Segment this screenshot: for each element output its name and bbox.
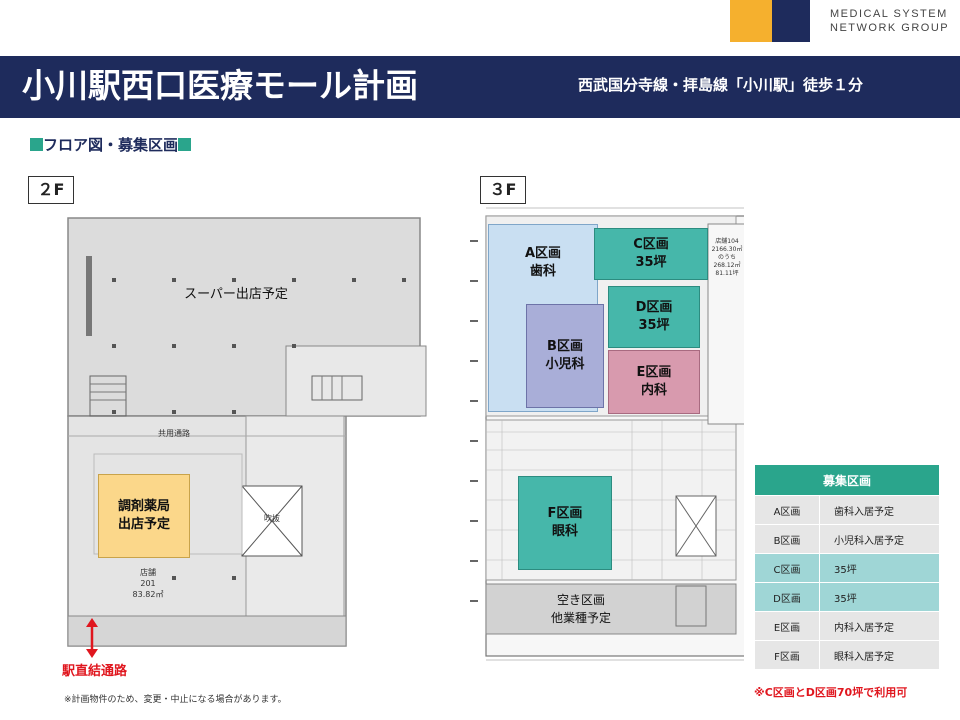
corridor-label: 共用通路: [158, 429, 190, 438]
company-logo-text: MEDICAL SYSTEM NETWORK GROUP: [830, 7, 949, 35]
shop-201-label: 店舗 201 83.82㎡: [132, 567, 164, 599]
table-header: 募集区画: [754, 464, 940, 496]
zone-e-internal-medicine: E区画 内科: [608, 350, 700, 414]
table-cell-zone: E区画: [754, 611, 820, 641]
logo-line2: NETWORK GROUP: [830, 22, 950, 34]
floor-2-label: ２F: [28, 176, 74, 204]
table-cell-zone: B区画: [754, 524, 820, 554]
store-104-info: 店舗104 2166.30㎡ のうち 268.12㎡ 81.11坪: [711, 238, 743, 277]
square-bullet-icon: [178, 138, 192, 151]
table-cell-zone: A区画: [754, 495, 820, 525]
table-cell-plan: 内科入居予定: [819, 611, 940, 641]
supermarket-label: スーパー出店予定: [184, 287, 288, 302]
zone-b-pediatrics: B区画 小児科: [526, 304, 604, 408]
logo-line1: MEDICAL SYSTEM: [830, 8, 948, 20]
logo-yellow-block: [730, 0, 772, 42]
combination-note: ※C区画とD区画70坪で利用可: [754, 686, 908, 699]
square-bullet-icon: [30, 138, 43, 151]
table-cell-plan: 35坪: [819, 582, 940, 612]
table-row: F区画眼科入居予定: [754, 640, 940, 670]
floor-3-plan: A区画 歯科 B区画 小児科 C区画 35坪 D区画 35坪 E区画 内科 F区…: [462, 200, 827, 666]
table-cell-zone: D区画: [754, 582, 820, 612]
pharmacy-zone: 調剤薬局 出店予定: [98, 474, 190, 558]
zone-f-ophthalmology: F区画 眼科: [518, 476, 612, 570]
floor-2-plan: スーパー出店予定 調剤薬局 出店予定 店舗 201 83.82㎡ 共用通路 吹抜: [46, 216, 440, 652]
section-title: フロア図・募集区画: [30, 134, 192, 155]
page-subtitle: 西武国分寺線・拝島線「小川駅」徒歩１分: [578, 76, 864, 94]
table-cell-zone: C区画: [754, 553, 820, 583]
floor-3-label: ３F: [480, 176, 526, 204]
title-banner: [0, 56, 960, 118]
page-title: 小川駅西口医療モール計画: [22, 66, 418, 105]
zone-d-35tsubo: D区画 35坪: [608, 286, 700, 348]
vacant-zone: 空き区画 他業種予定: [488, 586, 674, 632]
section-title-text: フロア図・募集区画: [43, 136, 179, 154]
table-cell-zone: F区画: [754, 640, 820, 670]
table-row: A区画歯科入居予定: [754, 495, 940, 525]
table-cell-plan: 小児科入居予定: [819, 524, 940, 554]
table-cell-plan: 35坪: [819, 553, 940, 583]
table-row: E区画内科入居予定: [754, 611, 940, 641]
zone-c-35tsubo: C区画 35坪: [594, 228, 708, 280]
atrium-label: 吹抜: [264, 514, 280, 523]
passage-arrow-icon: [86, 618, 98, 658]
station-passage-label: 駅直結通路: [62, 664, 128, 679]
table-cell-plan: 眼科入居予定: [819, 640, 940, 670]
logo-navy-block: [772, 0, 810, 42]
disclaimer-text: ※計画物件のため、変更・中止になる場合があります。: [64, 695, 287, 705]
table-row: B区画小児科入居予定: [754, 524, 940, 554]
floor-2-plan-drawing: [67, 217, 427, 647]
table-cell-plan: 歯科入居予定: [819, 495, 940, 525]
